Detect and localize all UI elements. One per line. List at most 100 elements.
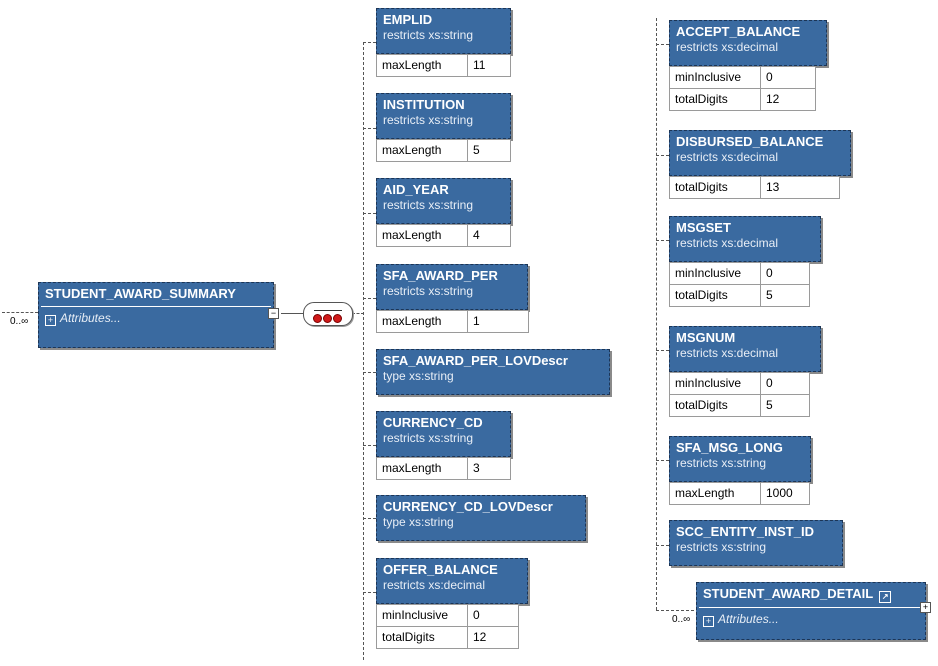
facet-name: minInclusive	[376, 604, 468, 627]
branch-offer-balance	[363, 592, 376, 593]
root-element-box[interactable]: STUDENT_AWARD_SUMMARY + Attributes...	[38, 282, 274, 348]
expand-plus-icon[interactable]: +	[703, 616, 714, 627]
root-cardinality: 0..∞	[10, 316, 29, 327]
expand-plus-icon[interactable]: +	[920, 602, 931, 613]
detail-attributes[interactable]: + Attributes...	[697, 608, 925, 630]
branch-msgset	[656, 240, 669, 241]
facet-value: 0	[760, 372, 810, 395]
facet-value: 3	[467, 457, 511, 480]
facet-name: totalDigits	[669, 88, 761, 111]
element-name: INSTITUTION	[383, 97, 465, 112]
facet-value: 5	[760, 284, 810, 307]
element-name: EMPLID	[383, 12, 433, 27]
element-type: restricts xs:string	[383, 284, 474, 298]
element-currency-cd-lovdescr[interactable]: CURRENCY_CD_LOVDescr type xs:string	[376, 495, 586, 541]
facet-name: maxLength	[376, 139, 468, 162]
element-name: OFFER_BALANCE	[383, 562, 498, 577]
facet-value: 12	[760, 88, 816, 111]
element-sfa-msg-long[interactable]: SFA_MSG_LONG restricts xs:string	[669, 436, 811, 482]
facet-name: maxLength	[376, 457, 468, 480]
root-element-name: STUDENT_AWARD_SUMMARY	[45, 286, 236, 301]
facet-value: 12	[467, 626, 519, 649]
element-aid-year[interactable]: AID_YEAR restricts xs:string	[376, 178, 511, 224]
element-disbursed-balance[interactable]: DISBURSED_BALANCE restricts xs:decimal	[669, 130, 851, 176]
element-name: SCC_ENTITY_INST_ID	[676, 524, 814, 539]
root-to-sequence-line	[281, 313, 304, 314]
element-scc-entity-inst-id[interactable]: SCC_ENTITY_INST_ID restricts xs:string	[669, 520, 843, 566]
sequence-icon[interactable]	[303, 302, 353, 326]
element-type: restricts xs:decimal	[676, 236, 779, 250]
element-emplid[interactable]: EMPLID restricts xs:string	[376, 8, 511, 54]
attributes-label: Attributes...	[60, 311, 121, 325]
facet-name: maxLength	[376, 224, 468, 247]
element-type: restricts xs:string	[383, 431, 474, 445]
attributes-label: Attributes...	[718, 612, 779, 626]
element-student-award-detail[interactable]: STUDENT_AWARD_DETAIL↗ + Attributes...	[696, 582, 926, 640]
facet-name: totalDigits	[669, 176, 761, 199]
branch-institution	[363, 128, 376, 129]
element-type: restricts xs:decimal	[676, 150, 779, 164]
branch-disbursed-balance	[656, 155, 669, 156]
facet-value: 5	[467, 139, 511, 162]
branch-accept-balance	[656, 44, 669, 45]
facet-value: 0	[467, 604, 519, 627]
facet-name: minInclusive	[669, 262, 761, 285]
facet-name: totalDigits	[669, 284, 761, 307]
element-name: CURRENCY_CD_LOVDescr	[383, 499, 553, 514]
facet-name: maxLength	[669, 482, 761, 505]
element-type: restricts xs:string	[383, 198, 474, 212]
element-name: SFA_AWARD_PER_LOVDescr	[383, 353, 568, 368]
root-attributes[interactable]: + Attributes...	[39, 307, 273, 329]
collapse-minus-icon[interactable]: −	[268, 308, 279, 319]
element-type: restricts xs:decimal	[676, 346, 779, 360]
element-type: restricts xs:string	[676, 456, 767, 470]
element-name: MSGNUM	[676, 330, 736, 345]
element-name: STUDENT_AWARD_DETAIL↗	[697, 583, 925, 603]
element-institution[interactable]: INSTITUTION restricts xs:string	[376, 93, 511, 139]
facet-value: 1000	[760, 482, 810, 505]
branch-currency-cd-lovdescr	[363, 518, 376, 519]
root-connector-left	[2, 312, 38, 313]
facet-value: 0	[760, 66, 816, 89]
detail-cardinality: 0..∞	[672, 614, 691, 625]
branch-currency-cd	[363, 445, 376, 446]
facet-value: 11	[467, 54, 511, 77]
divider	[41, 306, 271, 307]
element-accept-balance[interactable]: ACCEPT_BALANCE restricts xs:decimal	[669, 20, 827, 66]
facet-name: totalDigits	[376, 626, 468, 649]
element-type: restricts xs:string	[676, 540, 767, 554]
right-trunk-line	[656, 18, 657, 610]
facet-value: 1	[467, 310, 529, 333]
element-sfa-award-per-lovdescr[interactable]: SFA_AWARD_PER_LOVDescr type xs:string	[376, 349, 610, 395]
element-name: DISBURSED_BALANCE	[676, 134, 824, 149]
branch-emplid	[363, 42, 376, 43]
element-msgnum[interactable]: MSGNUM restricts xs:decimal	[669, 326, 821, 372]
branch-sfa-award-per	[363, 298, 376, 299]
facet-value: 0	[760, 262, 810, 285]
element-type: type xs:string	[383, 515, 454, 529]
element-sfa-award-per[interactable]: SFA_AWARD_PER restricts xs:string	[376, 264, 528, 310]
expand-plus-icon[interactable]: +	[45, 315, 56, 326]
branch-msgnum	[656, 350, 669, 351]
element-name: SFA_MSG_LONG	[676, 440, 783, 455]
branch-sfa-msg-long	[656, 460, 669, 461]
facet-name: totalDigits	[669, 394, 761, 417]
branch-aid-year	[363, 213, 376, 214]
element-name: AID_YEAR	[383, 182, 449, 197]
element-type: restricts xs:string	[383, 28, 474, 42]
element-currency-cd[interactable]: CURRENCY_CD restricts xs:string	[376, 411, 511, 457]
element-type: restricts xs:decimal	[676, 40, 779, 54]
element-offer-balance[interactable]: OFFER_BALANCE restricts xs:decimal	[376, 558, 528, 604]
branch-sfa-award-per-lovdescr	[363, 372, 376, 373]
element-msgset[interactable]: MSGSET restricts xs:decimal	[669, 216, 821, 262]
facet-value: 5	[760, 394, 810, 417]
reference-link-icon[interactable]: ↗	[879, 591, 892, 603]
element-name: MSGSET	[676, 220, 731, 235]
